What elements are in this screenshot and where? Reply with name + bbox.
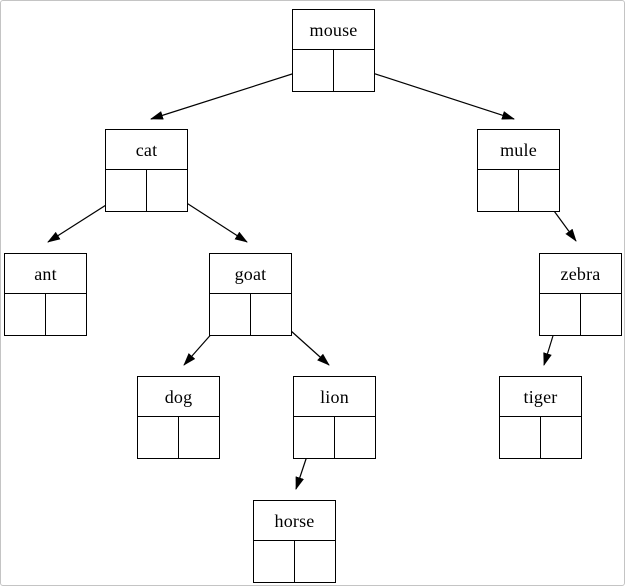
right-pointer-cell xyxy=(46,294,86,335)
node-label: cat xyxy=(106,130,187,170)
tree-node-ant: ant xyxy=(4,253,87,336)
tree-node-tiger: tiger xyxy=(499,376,582,459)
right-pointer-cell xyxy=(334,50,374,91)
left-pointer-cell xyxy=(540,294,581,335)
node-pointer-cells xyxy=(5,294,86,335)
left-pointer-cell xyxy=(5,294,46,335)
left-pointer-cell xyxy=(138,417,179,458)
right-pointer-cell xyxy=(179,417,219,458)
tree-node-lion: lion xyxy=(293,376,376,459)
node-label: mule xyxy=(478,130,559,170)
node-pointer-cells xyxy=(254,541,335,582)
tree-node-mouse: mouse xyxy=(292,9,375,92)
node-label: lion xyxy=(294,377,375,417)
tree-node-goat: goat xyxy=(209,253,292,336)
right-pointer-cell xyxy=(147,170,187,211)
right-pointer-cell xyxy=(335,417,375,458)
tree-node-zebra: zebra xyxy=(539,253,622,336)
right-pointer-cell xyxy=(541,417,581,458)
right-pointer-cell xyxy=(519,170,559,211)
tree-node-horse: horse xyxy=(253,500,336,583)
node-pointer-cells xyxy=(478,170,559,211)
tree-node-mule: mule xyxy=(477,129,560,212)
node-label: tiger xyxy=(500,377,581,417)
right-pointer-cell xyxy=(581,294,621,335)
node-label: goat xyxy=(210,254,291,294)
node-pointer-cells xyxy=(210,294,291,335)
node-pointer-cells xyxy=(138,417,219,458)
node-pointer-cells xyxy=(106,170,187,211)
right-pointer-cell xyxy=(251,294,291,335)
left-pointer-cell xyxy=(106,170,147,211)
tree-node-dog: dog xyxy=(137,376,220,459)
left-pointer-cell xyxy=(293,50,334,91)
node-pointer-cells xyxy=(294,417,375,458)
node-label: ant xyxy=(5,254,86,294)
edge-mouse-cat xyxy=(150,66,315,120)
right-pointer-cell xyxy=(295,541,335,582)
left-pointer-cell xyxy=(478,170,519,211)
left-pointer-cell xyxy=(254,541,295,582)
node-pointer-cells xyxy=(540,294,621,335)
left-pointer-cell xyxy=(210,294,251,335)
node-pointer-cells xyxy=(293,50,374,91)
node-label: dog xyxy=(138,377,219,417)
left-pointer-cell xyxy=(294,417,335,458)
left-pointer-cell xyxy=(500,417,541,458)
node-label: zebra xyxy=(540,254,621,294)
node-pointer-cells xyxy=(500,417,581,458)
edge-mouse-mule xyxy=(353,66,515,120)
node-label: horse xyxy=(254,501,335,541)
tree-node-cat: cat xyxy=(105,129,188,212)
node-label: mouse xyxy=(293,10,374,50)
